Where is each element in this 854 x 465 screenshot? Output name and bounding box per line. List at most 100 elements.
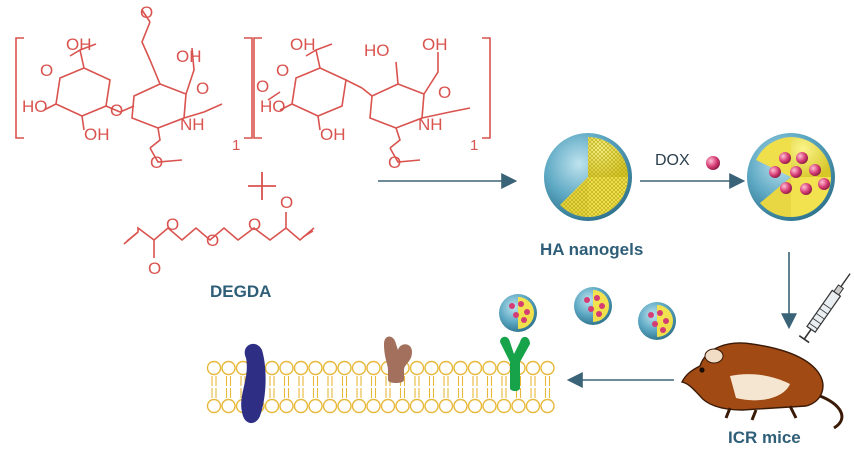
lipid-head (206, 360, 222, 376)
lipid-head (322, 360, 338, 376)
lipid-head (322, 398, 338, 414)
lipid-tail (225, 388, 232, 398)
receptor-brown (384, 336, 412, 383)
lipid-head (279, 360, 294, 376)
lipid-head (279, 398, 294, 414)
lipid-head (337, 360, 352, 376)
lipid-head (540, 398, 555, 414)
label-repeat-1: 1 (232, 137, 240, 154)
lipid-head (482, 360, 497, 376)
dox-label: DOX (655, 152, 690, 169)
membrane-protein-blue (241, 343, 266, 424)
lipid-head (264, 360, 280, 376)
lipid-tail (225, 376, 232, 386)
lipid-head (293, 360, 309, 376)
lipid-head (424, 398, 439, 414)
lipid-head (540, 360, 555, 376)
lipid-tail (414, 388, 420, 398)
label-nh-1: NH (180, 115, 205, 134)
lipid-tail (428, 376, 435, 386)
lipid-head (453, 398, 468, 414)
lipid-tail (501, 388, 507, 398)
lipid-head (395, 398, 410, 414)
lipid-head (206, 398, 222, 414)
label-oh-5: OH (320, 125, 346, 144)
lipid-tail (544, 376, 551, 386)
label-oh-4: OH (290, 35, 316, 54)
lipid-head (525, 398, 541, 414)
small-nanogel-1 (499, 294, 537, 332)
lipid-head (525, 360, 541, 376)
ha-structure (15, 9, 491, 163)
nanogel-loaded (747, 133, 835, 221)
label-o-1: O (40, 61, 53, 80)
small-nanogel-3 (638, 302, 676, 340)
lipid-tail (327, 388, 333, 398)
lipid-tail (501, 376, 507, 386)
lipid-head (453, 360, 468, 376)
label-o-13: O (248, 215, 261, 234)
lipid-head (438, 360, 454, 376)
label-o-5: O (150, 153, 163, 172)
lipid-tail (472, 376, 478, 386)
label-repeat-2: 1 (470, 137, 478, 154)
bracket-left-2 (253, 37, 262, 139)
lipid-tail (356, 376, 362, 386)
lipid-tail (457, 388, 464, 398)
lipid-head (496, 398, 512, 414)
lipid-tail (472, 388, 478, 398)
lipid-tail (298, 388, 304, 398)
bracket-right-2 (482, 37, 491, 139)
lipid-tail (414, 376, 420, 386)
lipid-tail (443, 376, 449, 386)
syringe-icon (798, 273, 851, 344)
lipid-head (366, 360, 381, 376)
lipid-head (409, 360, 425, 376)
label-o-14: O (280, 193, 293, 212)
label-ho-1: HO (22, 97, 48, 116)
label-ho-3: HO (364, 41, 390, 60)
label-o-7: O (256, 77, 269, 96)
lipid-tail (399, 388, 406, 398)
lipid-tail (211, 376, 217, 386)
lipid-tail (385, 388, 391, 398)
lipid-head (438, 398, 454, 414)
plus-icon (248, 172, 276, 200)
lipid-tail (298, 376, 304, 386)
lipid-tail (312, 388, 319, 398)
lipid-tail (269, 388, 275, 398)
lipid-head (511, 398, 526, 414)
lipid-tail (283, 376, 290, 386)
lipid-tail (428, 388, 435, 398)
label-o-9: O (388, 153, 401, 172)
nanogel-empty (544, 133, 632, 221)
lipid-tail (486, 388, 493, 398)
small-nanogel-2 (574, 287, 612, 325)
lipid-head (337, 398, 352, 414)
lipid-head (380, 398, 396, 414)
lipid-head (467, 360, 483, 376)
lipid-head (293, 398, 309, 414)
label-oh-1: OH (66, 35, 92, 54)
degda-label: DEGDA (210, 282, 272, 301)
lipid-tail (341, 388, 348, 398)
cell-membrane (206, 360, 555, 414)
lipid-head (308, 360, 323, 376)
label-ho-2: HO (260, 97, 286, 116)
label-o-10: O (166, 215, 179, 234)
label-o-3: O (140, 3, 153, 22)
lipid-head (351, 360, 367, 376)
receptor-green (500, 336, 530, 391)
label-o-11: O (148, 259, 161, 278)
ring-2 (131, 83, 187, 129)
label-oh-6: OH (422, 35, 448, 54)
lipid-head (409, 398, 425, 414)
lipid-head (467, 398, 483, 414)
lipid-tail (544, 388, 551, 398)
lipid-head (264, 398, 280, 414)
lipid-head (221, 360, 236, 376)
dox-particle-icon (706, 156, 720, 170)
ring-1 (55, 67, 111, 117)
